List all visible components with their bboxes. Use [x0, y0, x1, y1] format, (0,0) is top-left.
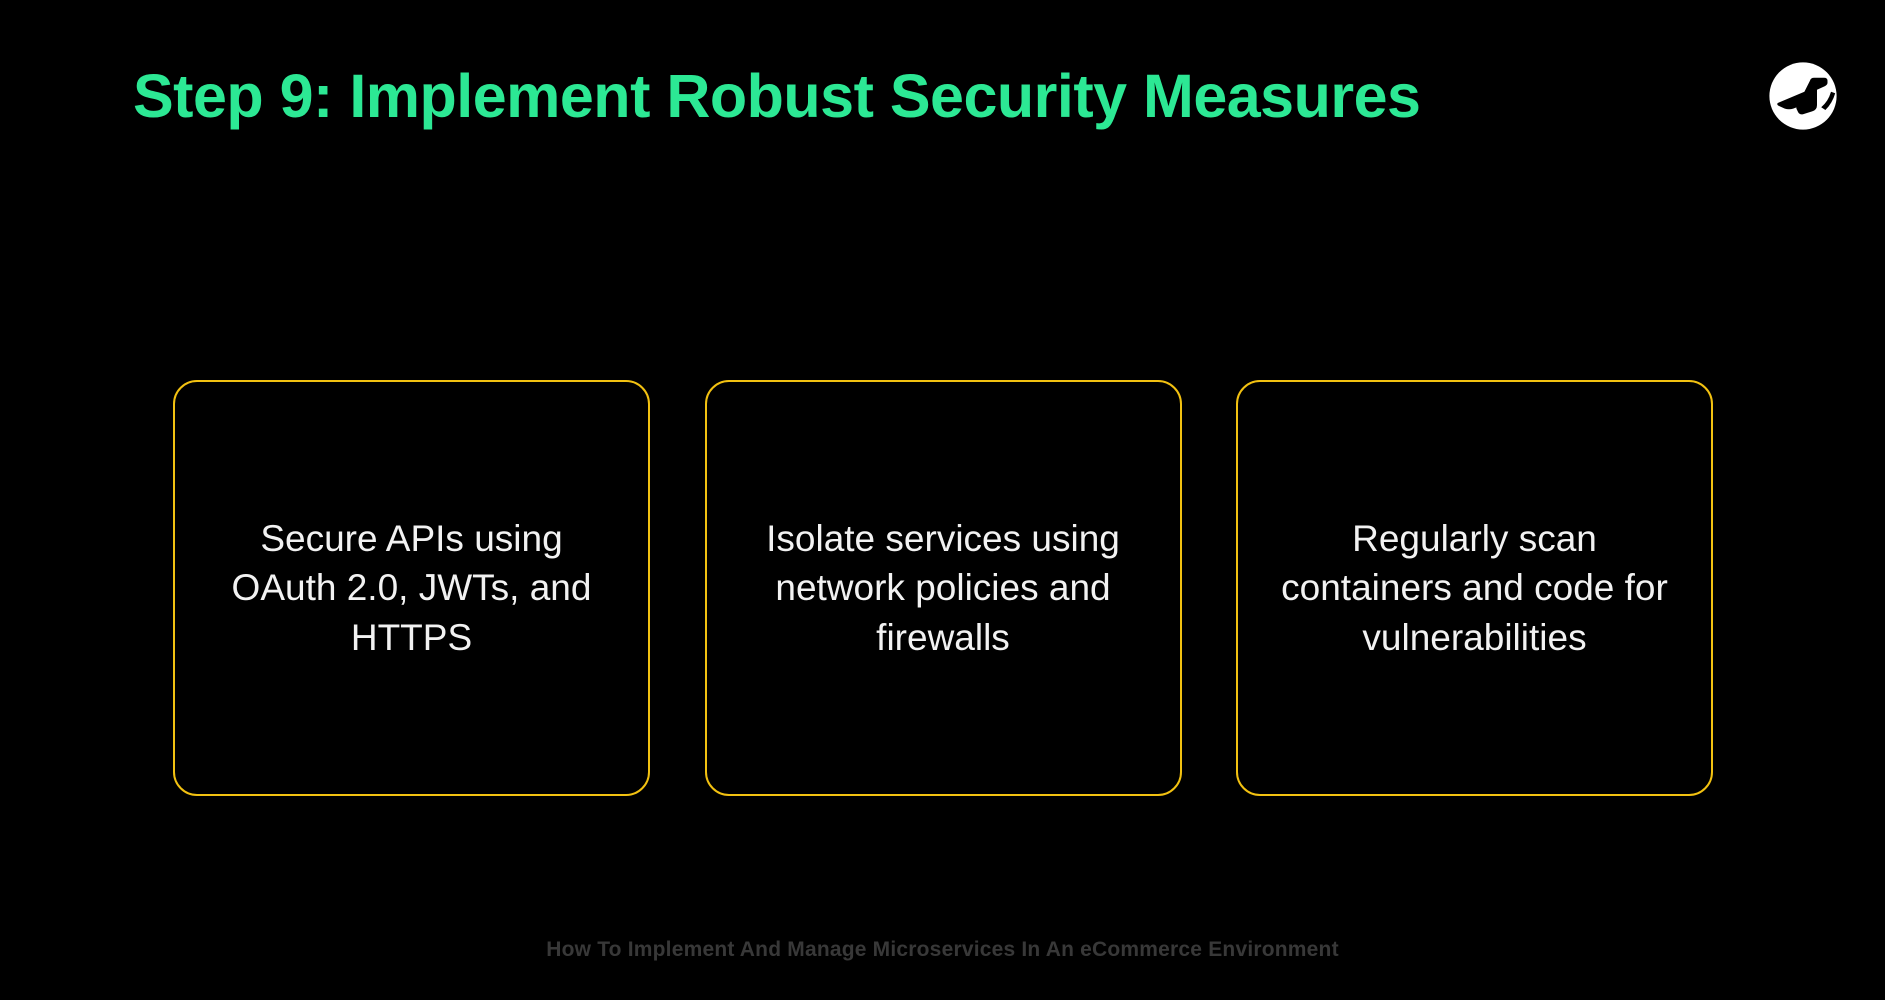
slide-footer: How To Implement And Manage Microservice…: [0, 930, 1885, 970]
card-vulnerability-scanning[interactable]: Regularly scan containers and code for v…: [1236, 380, 1713, 796]
brand-circle-arm-logo: [1769, 62, 1837, 130]
card-text: Secure APIs using OAuth 2.0, JWTs, and H…: [231, 518, 592, 658]
footer-caption: How To Implement And Manage Microservice…: [546, 938, 1339, 961]
card-text: Isolate services using network policies …: [766, 518, 1120, 658]
card-network-isolation[interactable]: Isolate services using network policies …: [704, 380, 1182, 796]
card-text: Regularly scan containers and code for v…: [1281, 518, 1668, 658]
slide-header: Step 9: Implement Robust Security Measur…: [133, 48, 1840, 144]
brand-logo: [1768, 61, 1840, 131]
card-api-security[interactable]: Secure APIs using OAuth 2.0, JWTs, and H…: [173, 380, 650, 796]
page-title: Step 9: Implement Robust Security Measur…: [133, 61, 1421, 130]
card-row: Secure APIs using OAuth 2.0, JWTs, and H…: [173, 380, 1713, 796]
